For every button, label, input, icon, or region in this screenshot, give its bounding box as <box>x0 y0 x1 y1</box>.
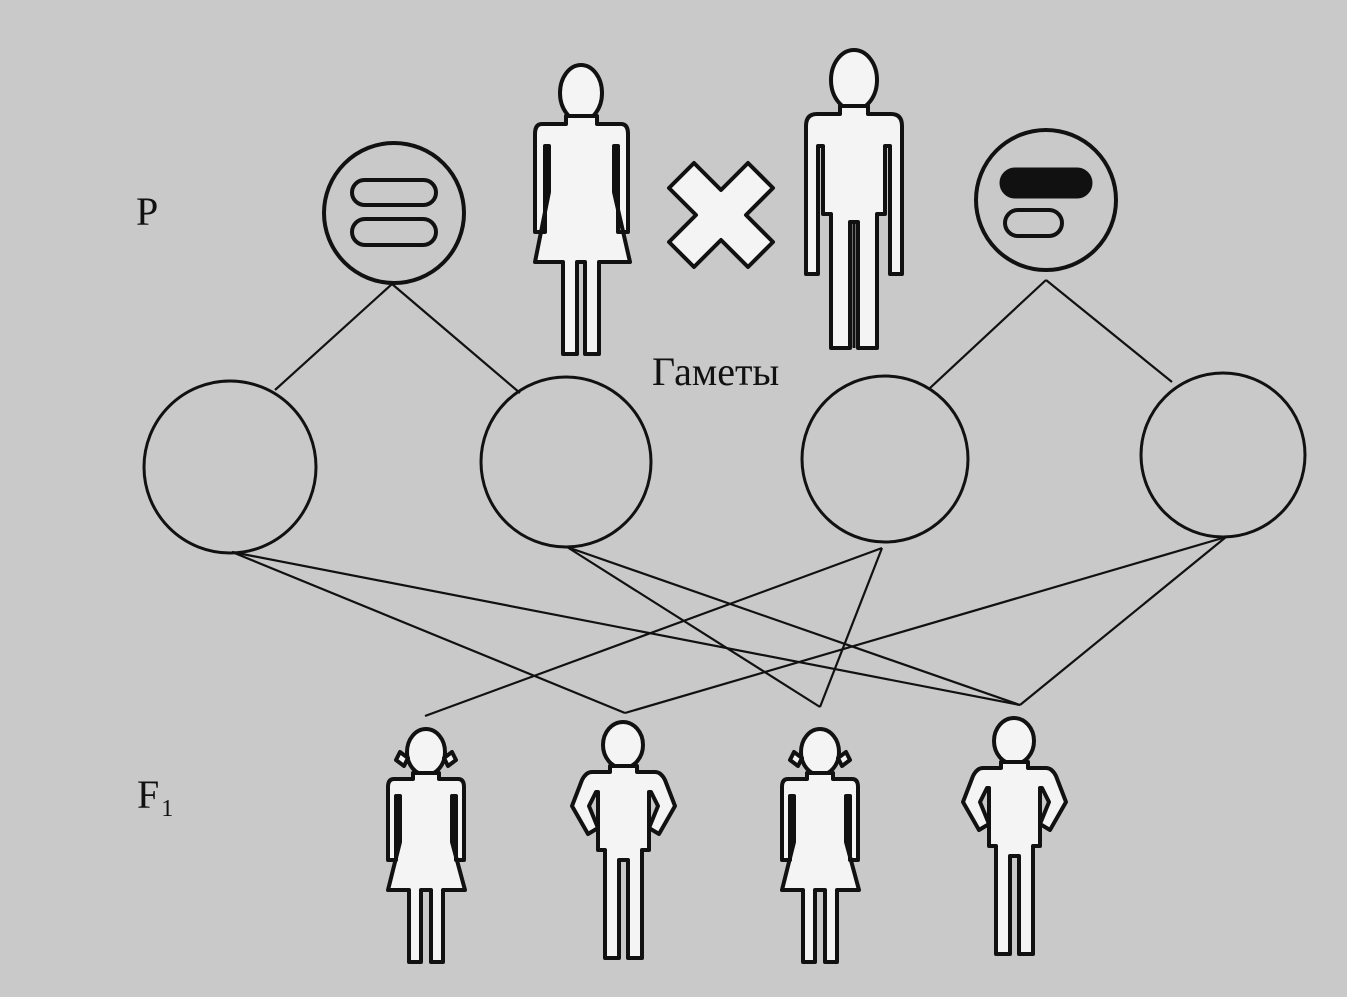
female-chromosome-cell <box>322 141 466 285</box>
offspring-label-letter: F <box>137 772 160 817</box>
man-figure-icon <box>804 48 904 350</box>
boy-figure-icon <box>570 720 677 960</box>
offspring-label: F1 <box>137 772 173 822</box>
girl-figure-icon <box>386 727 467 964</box>
gametes-label: Гаметы <box>652 349 780 394</box>
gamete-cell <box>800 374 970 544</box>
gamete-list <box>142 371 1307 555</box>
gamete-cell <box>1139 371 1307 539</box>
offspring-label-subscript: 1 <box>161 796 174 822</box>
cross-icon <box>667 161 775 269</box>
gamete-cell <box>142 379 318 555</box>
girl-figure-icon <box>780 727 861 964</box>
woman-figure-icon <box>533 63 632 356</box>
male-chromosome-cell <box>974 128 1118 272</box>
gamete-offspring-lines <box>231 535 1227 718</box>
parents-label: P <box>136 189 159 234</box>
boy-figure-icon <box>961 716 1068 956</box>
gamete-cell <box>479 375 653 549</box>
parent-gamete-lines <box>274 279 1173 394</box>
